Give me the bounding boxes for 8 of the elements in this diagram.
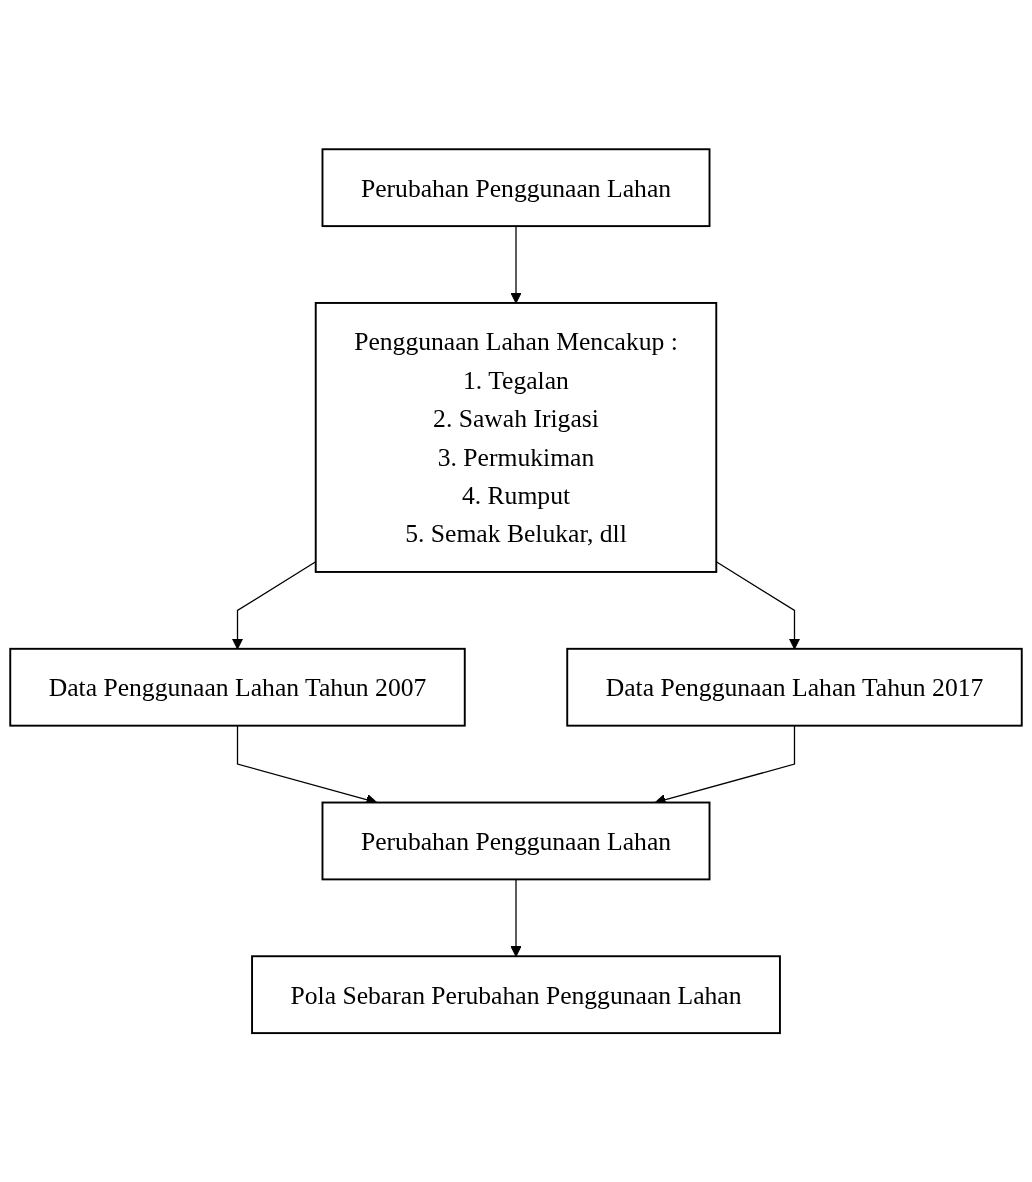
node-box: Perubahan Penggunaan Lahan (321, 148, 711, 227)
arrow (510, 225, 522, 304)
node-box: Data Penggunaan Lahan Tahun 2017 (566, 647, 1023, 727)
arrow (510, 878, 522, 957)
node-box: Perubahan Penggunaan Lahan (321, 801, 711, 881)
node-box: Data Penggunaan Lahan Tahun 2007 (9, 647, 466, 727)
node-box: Penggunaan Lahan Mencakup : 1. Tegalan 2. Sawah Irigasi 3. Permukiman 4. Rumput 5. Semak Belukar, dll (314, 301, 718, 573)
node-box: Pola Sebaran Perubahan Penggunaan Lahan (251, 955, 781, 1034)
